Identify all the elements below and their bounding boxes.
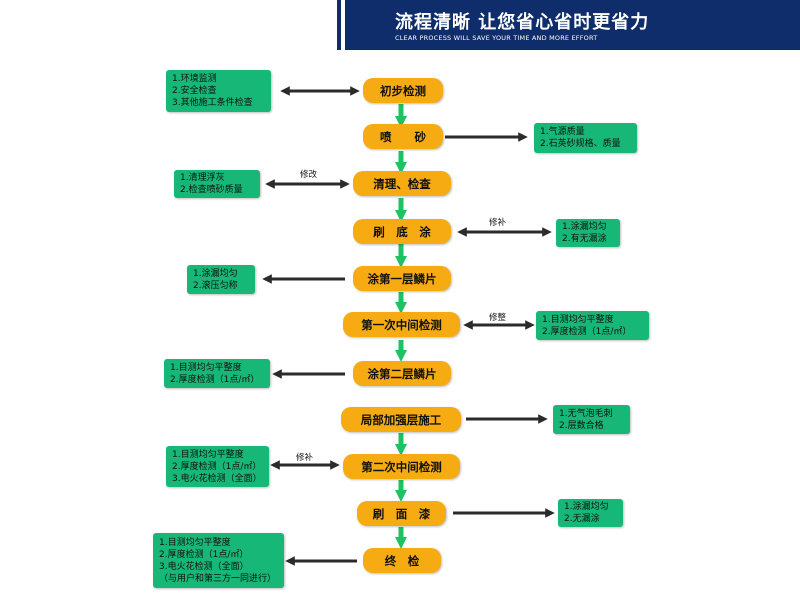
note-item: 2.厚度检测（1点/㎡）: [172, 461, 262, 472]
note-item: 1.目测均匀平整度: [542, 314, 614, 325]
note-item: 1.无气泡毛刺: [559, 408, 613, 419]
step-final-inspection: 终 检: [363, 548, 441, 573]
header-stripe: [337, 0, 341, 50]
header-banner: 流程清晰 让您省心省时更省力 CLEAR PROCESS WILL SAVE Y…: [337, 0, 800, 50]
step-first-flake-layer: 涂第一层鳞片: [353, 266, 451, 291]
note-item: 1.清理浮灰: [180, 173, 225, 183]
note-item: 2.厚度检测（1点/㎡）: [542, 326, 632, 337]
note-item: 2.厚度检测（1点/㎡）: [170, 374, 260, 385]
note-first-middle-inspection: 1.目测均匀平整度 2.厚度检测（1点/㎡）: [536, 311, 649, 340]
note-item: 1.目测均匀平整度: [159, 537, 231, 548]
arrow-label-modify: 修改: [300, 170, 318, 180]
note-item: 2.检查喷砂质量: [180, 185, 243, 195]
note-item: 3.其他施工条件检查: [172, 98, 253, 108]
step-clean-check: 清理、检查: [353, 171, 451, 196]
note-item: 1.涂漏均匀: [562, 222, 607, 232]
note-item: 2.安全检查: [172, 86, 217, 96]
note-item: 1.涂漏均匀: [564, 502, 609, 512]
note-local-reinforcement: 1.无气泡毛刺 2.层数合格: [553, 405, 630, 434]
note-first-flake-layer: 1.涂漏均匀 2.滚压匀称: [187, 265, 255, 294]
note-item: 1.涂漏均匀: [193, 268, 238, 279]
note-item: 2.厚度检测（1点/㎡）: [159, 549, 249, 560]
note-sandblasting: 1.气源质量 2.石英砂规格、质量: [534, 123, 637, 153]
note-item: 2.无漏涂: [564, 514, 600, 524]
arrow-label-repair-2: 修补: [296, 453, 314, 463]
step-first-middle-inspection: 第一次中间检测: [343, 312, 460, 337]
note-item: 2.滚压匀称: [193, 280, 238, 291]
step-local-reinforcement: 局部加强层施工: [341, 407, 461, 432]
note-primer: 1.涂漏均匀 2.有无漏涂: [556, 219, 620, 247]
note-second-middle-inspection: 1.目测均匀平整度 2.厚度检测（1点/㎡） 3.电火花检测（全面）: [166, 446, 269, 487]
note-item: 1.气源质量: [540, 127, 585, 137]
step-topcoat: 刷 面 漆: [357, 501, 446, 526]
note-item: 1.环境监测: [172, 74, 217, 84]
note-initial-inspection: 1.环境监测 2.安全检查 3.其他施工条件检查: [166, 70, 271, 112]
note-clean-check: 1.清理浮灰 2.检查喷砂质量: [174, 170, 260, 198]
note-item: 1.目测均匀平整度: [170, 362, 242, 373]
header-subtitle: CLEAR PROCESS WILL SAVE YOUR TIME AND MO…: [395, 34, 598, 42]
step-second-flake-layer: 涂第二层鳞片: [353, 361, 451, 386]
note-item: 2.有无漏涂: [562, 234, 607, 244]
side-arrows: [262, 86, 555, 566]
step-second-middle-inspection: 第二次中间检测: [343, 454, 460, 479]
note-final-inspection: 1.目测均匀平整度 2.厚度检测（1点/㎡） 3.电火花检测（全面） （与用户和…: [153, 533, 284, 588]
note-item: （与用户和第三方一同进行）: [159, 573, 277, 584]
note-second-flake-layer: 1.目测均匀平整度 2.厚度检测（1点/㎡）: [164, 359, 270, 388]
header-title: 流程清晰 让您省心省时更省力: [395, 12, 650, 33]
note-item: 3.电火花检测（全面）: [172, 473, 262, 484]
step-sandblasting: 喷 砂: [363, 124, 443, 149]
note-item: 1.目测均匀平整度: [172, 449, 244, 460]
arrow-label-repair: 修补: [489, 218, 507, 228]
step-primer: 刷 底 涂: [353, 219, 451, 244]
arrow-label-trim: 修整: [489, 313, 507, 323]
step-initial-inspection: 初步检测: [363, 78, 443, 103]
note-topcoat: 1.涂漏均匀 2.无漏涂: [558, 499, 623, 527]
note-item: 2.石英砂规格、质量: [540, 139, 621, 149]
note-item: 3.电火花检测（全面）: [159, 561, 249, 572]
note-item: 2.层数合格: [559, 420, 604, 431]
